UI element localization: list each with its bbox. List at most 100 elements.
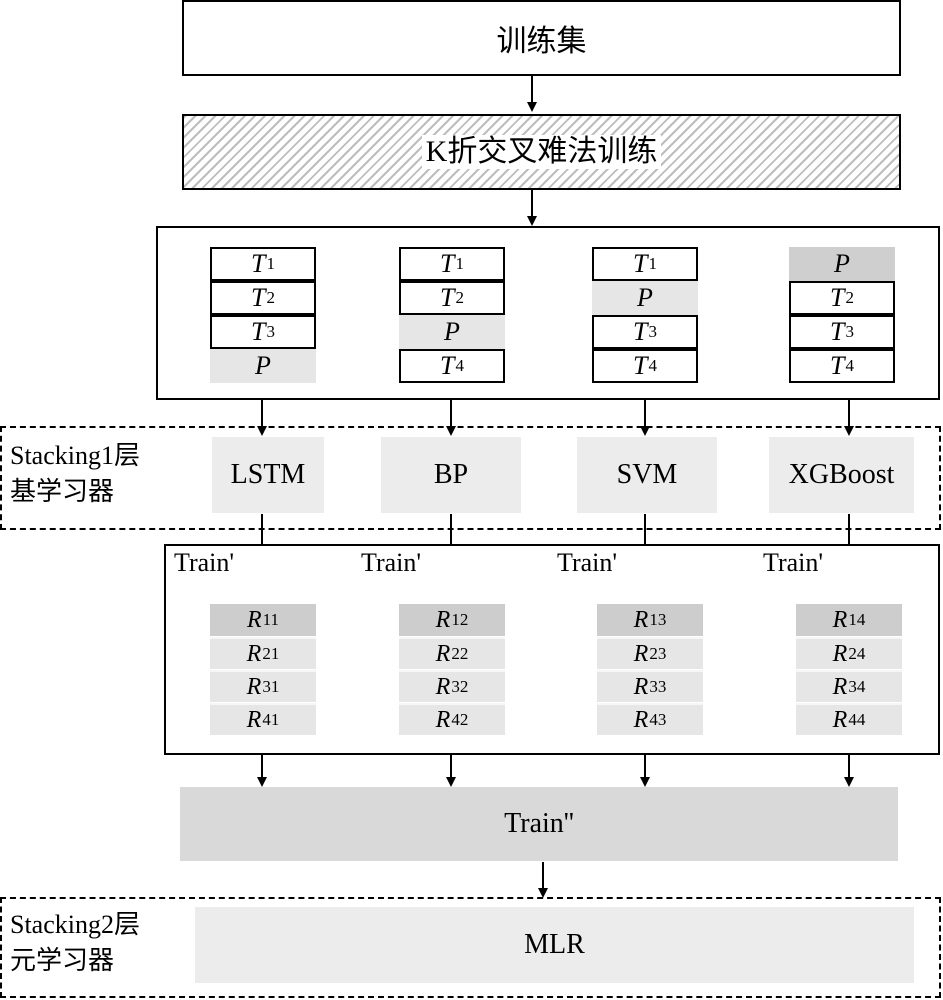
fold-cell-subscript: 1 <box>648 254 657 273</box>
fold-cell-letter: T <box>251 283 266 312</box>
result-letter: R <box>435 706 451 733</box>
result-letter: R <box>832 706 848 733</box>
fold-cell-subscript: 1 <box>455 254 464 273</box>
fold-cell-letter: P <box>255 351 271 380</box>
train-prime-label-2: Train' <box>361 548 422 577</box>
fold-cell-subscript: 3 <box>266 322 275 341</box>
kfold-training-box: K折交叉难法训练 <box>182 114 901 190</box>
fold4-cell-1: P <box>789 247 895 281</box>
stacking1-label-line2: 基学习器 <box>10 477 115 506</box>
result-letter: R <box>633 706 649 733</box>
fold-cell-subscript: 1 <box>266 254 275 273</box>
result-letter: R <box>435 606 451 633</box>
stacking2-label-line2: 元学习器 <box>10 946 115 975</box>
fold-cell-letter: T <box>633 317 648 346</box>
result-letter: R <box>246 640 262 667</box>
train-set-box: 训练集 <box>182 0 901 76</box>
fold2-cell-3: P <box>399 315 505 349</box>
model-xgboost: XGBoost <box>769 437 914 513</box>
result-letter: R <box>435 640 451 667</box>
stacking1-label-line1: Stacking1层 <box>10 441 140 470</box>
fold1-cell-4: P <box>210 349 316 383</box>
result-subscript: 23 <box>649 644 667 663</box>
result-letter: R <box>832 606 848 633</box>
result-subscript: 11 <box>262 610 280 629</box>
fold-cell-subscript: 2 <box>845 288 854 307</box>
train-prime-label-1: Train' <box>174 548 235 577</box>
model-lstm-label: LSTM <box>230 459 306 490</box>
stacking2-label-line1: Stacking2层 <box>10 910 140 939</box>
result-subscript: 41 <box>262 710 280 729</box>
model-svm-label: SVM <box>616 459 678 490</box>
fold-cell-subscript: 2 <box>266 288 275 307</box>
result-subscript: 33 <box>649 677 667 696</box>
fold-cell-letter: T <box>830 283 845 312</box>
fold-cell-subscript: 3 <box>845 322 854 341</box>
model-mlr-label: MLR <box>524 929 585 960</box>
result-subscript: 22 <box>451 644 469 663</box>
result-subscript: 31 <box>262 677 280 696</box>
result-subscript: 13 <box>649 610 667 629</box>
stacking2-region <box>0 897 941 998</box>
fold-cell-subscript: 4 <box>455 356 464 375</box>
fold3-cell-2: P <box>592 281 698 315</box>
result-letter: R <box>832 640 848 667</box>
result-subscript: 32 <box>451 677 469 696</box>
fold-cell-subscript: 4 <box>648 356 657 375</box>
result-subscript: 21 <box>262 644 280 663</box>
stacking1-region <box>0 426 941 530</box>
fold-cell-letter: T <box>440 351 455 380</box>
model-bp: BP <box>381 437 521 513</box>
result-subscript: 12 <box>451 610 469 629</box>
result-letter: R <box>246 673 262 700</box>
stacking2-label: Stacking2层 元学习器 <box>10 907 190 979</box>
fold-cell-letter: T <box>440 283 455 312</box>
model-lstm: LSTM <box>212 437 324 513</box>
result-subscript: 14 <box>848 610 866 629</box>
fold-cell-letter: P <box>637 283 653 312</box>
fold-cell-subscript: 4 <box>845 356 854 375</box>
fold-cell-letter: P <box>444 317 460 346</box>
fold-cell-letter: T <box>251 249 266 278</box>
result-subscript: 43 <box>649 710 667 729</box>
result-subscript: 44 <box>848 710 866 729</box>
train-double-prime-box: Train'' <box>180 787 898 861</box>
result-subscript: 34 <box>848 677 866 696</box>
result-letter: R <box>246 706 262 733</box>
fold-cell-letter: T <box>830 317 845 346</box>
train-prime-label-4: Train' <box>763 548 824 577</box>
model-svm: SVM <box>577 437 717 513</box>
model-bp-label: BP <box>433 459 469 490</box>
kfold-training-label: K折交叉难法训练 <box>421 135 662 169</box>
fold-cell-letter: T <box>440 249 455 278</box>
result-letter: R <box>633 606 649 633</box>
result-letter: R <box>832 673 848 700</box>
fold-cell-subscript: 2 <box>455 288 464 307</box>
result-letter: R <box>633 673 649 700</box>
fold-cell-subscript: 3 <box>648 322 657 341</box>
result-letter: R <box>246 606 262 633</box>
model-mlr: MLR <box>195 907 914 983</box>
train-double-prime-label: Train'' <box>504 808 574 839</box>
